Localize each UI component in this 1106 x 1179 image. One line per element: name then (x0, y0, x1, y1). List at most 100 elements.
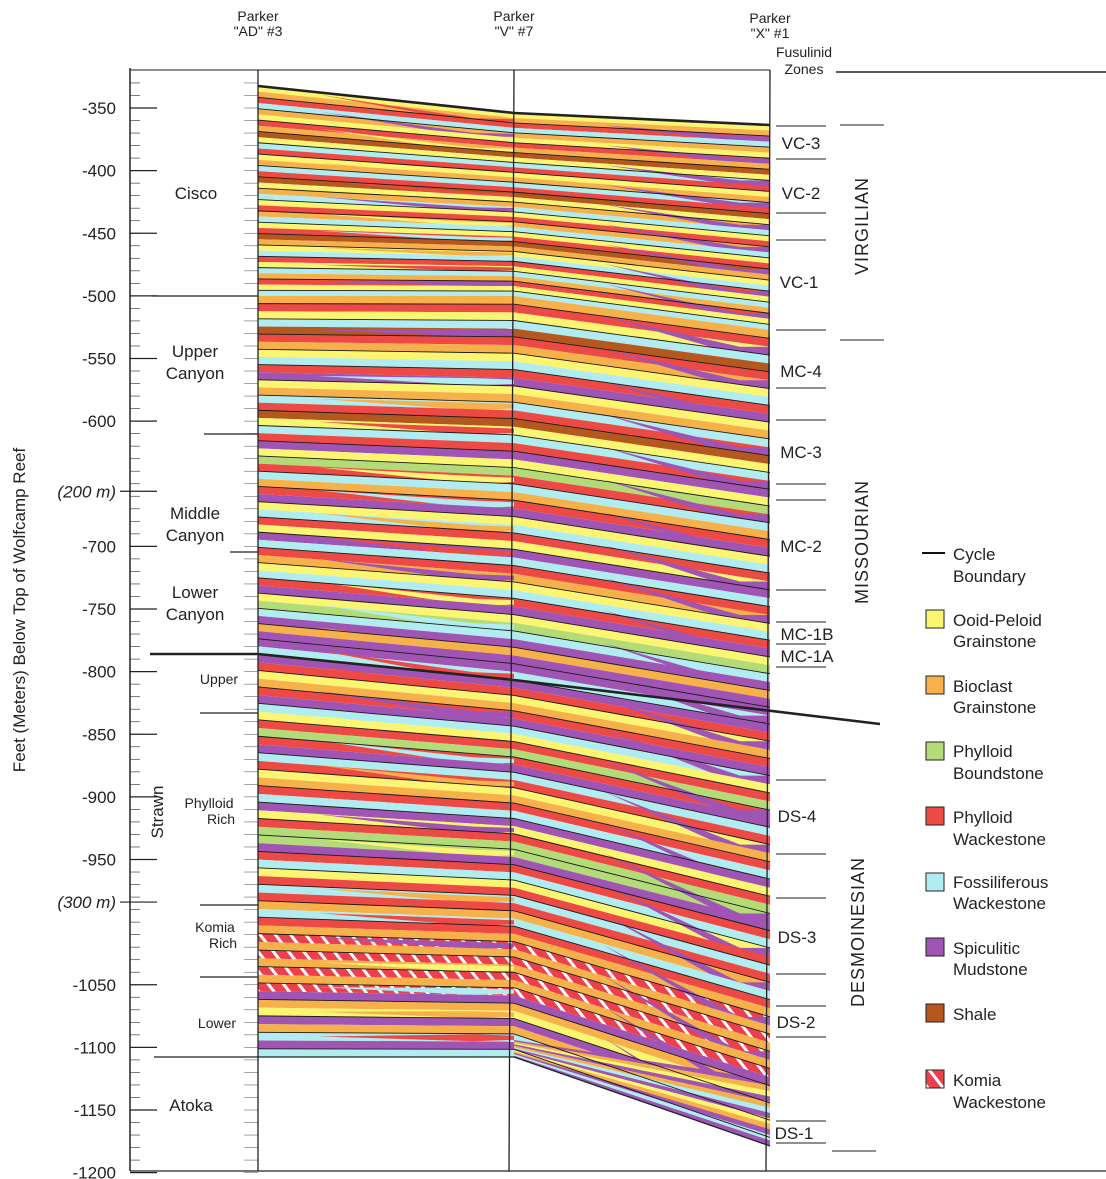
bed-lens (318, 353, 514, 361)
bed-ooid (514, 231, 770, 264)
bed-phyw (514, 187, 770, 214)
bed-lens (604, 447, 770, 490)
cycle-boundary-line (257, 949, 771, 1035)
bed-foss (258, 290, 514, 296)
cycle-boundary-line (257, 267, 771, 303)
cycle-boundary-line (257, 485, 771, 541)
bed-phyb (514, 749, 770, 811)
panel-ad3-v7 (258, 86, 514, 1057)
bed-ooid (258, 379, 514, 395)
bed-spic (258, 1040, 514, 1050)
cycle-boundary-line (257, 900, 771, 983)
cycle-boundary-line (257, 623, 771, 691)
bed-spic (514, 995, 770, 1086)
bed-shale (514, 152, 770, 175)
legend-label: Shale (953, 1005, 996, 1024)
section-base-line (258, 1056, 771, 1147)
bed-ooid (514, 211, 770, 242)
depth-axis: -350-400-450-500-550-600-700-750-800-850… (10, 68, 770, 1179)
missourian-desmoinesian-boundary (257, 652, 515, 682)
legend-swatch-shale (925, 1003, 945, 1023)
bed-lens (318, 281, 514, 286)
legend-swatch-bioclast (925, 675, 945, 695)
bed-foss (258, 250, 514, 262)
bed-spic (514, 1044, 770, 1102)
bed-bioclast (514, 1041, 770, 1091)
bed-spic (514, 549, 770, 599)
bed-lens (604, 610, 770, 657)
unit-label-lower-canyon: Canyon (166, 605, 225, 624)
bed-spic (258, 494, 514, 517)
zone-label-vc3: VC-3 (782, 134, 821, 153)
bed-lens (318, 444, 514, 459)
cycle-boundary-line (257, 409, 771, 457)
axis-tick-label: -350 (82, 99, 116, 118)
bed-lens (604, 316, 770, 356)
zone-label-mc1b: MC-1B (781, 625, 834, 644)
axis-tick-label: -1200 (73, 1164, 116, 1179)
bed-lens (318, 247, 514, 257)
bed-ooid (514, 353, 770, 398)
bed-lens (604, 699, 770, 750)
bed-foss (258, 1048, 514, 1057)
cycle-boundary-line (257, 592, 771, 658)
legend-label: Wackestone (953, 1093, 1046, 1112)
bed-bioclast (514, 647, 770, 699)
bed-bioclast (258, 678, 514, 711)
bed-lens (318, 1011, 514, 1019)
bed-lens (604, 381, 770, 423)
subunit-label-phylloid-rich: Phylloid (184, 795, 233, 811)
bed-ooid (258, 199, 514, 217)
bed-spic (514, 1052, 770, 1135)
cycle-boundary-line (257, 982, 771, 1069)
bed-lens (318, 913, 514, 926)
bed-lens (318, 581, 514, 607)
bed-lens (604, 883, 770, 957)
cycle-boundary-line (257, 702, 771, 777)
bed-ooid (514, 266, 770, 303)
bed-bioclast (258, 1024, 514, 1034)
bed-phyw (258, 256, 514, 267)
bed-ooid (514, 614, 770, 666)
subunit-label-lower: Lower (198, 1015, 236, 1031)
legend-label: Mudstone (953, 960, 1028, 979)
bed-bioclast (258, 925, 514, 942)
cycle-boundary-line (257, 916, 771, 1001)
bed-foss (514, 361, 770, 406)
zone-label-mc3: MC-3 (780, 443, 822, 462)
bed-foss (258, 318, 514, 329)
cycle-boundary-line (257, 379, 771, 423)
cycle-boundary-line (257, 577, 771, 641)
bed-phyw (258, 120, 514, 148)
legend-label: Boundary (953, 567, 1026, 586)
bed-foss (258, 425, 514, 444)
unit-label-middle-canyon: Canyon (166, 526, 225, 545)
bed-phyw (258, 851, 514, 873)
bed-lens (318, 179, 514, 197)
cycle-boundary-line (257, 440, 771, 490)
bed-ooid (514, 137, 770, 159)
bed-lens (318, 765, 514, 788)
cycle-boundary-line (257, 670, 771, 742)
bed-lens (604, 822, 770, 888)
bed-lens (604, 730, 770, 785)
legend-swatch-komia-wackestone (925, 1069, 945, 1089)
subunit-label-phylloid-rich: Rich (207, 811, 235, 827)
cycle-boundary-line (257, 607, 771, 675)
bed-phyw (258, 516, 514, 542)
well-headers: Parker "AD" #3 Parker "V" #7 Parker "X" … (234, 8, 1106, 77)
bed-spic (514, 856, 770, 931)
bed-foss (258, 570, 514, 599)
cycle-boundary-line (257, 289, 771, 325)
unit-label-middle-canyon: Middle (170, 504, 220, 523)
bed-foss (258, 356, 514, 370)
bed-foss (514, 557, 770, 607)
bed-lens (604, 349, 770, 389)
well-id: "X" #1 (751, 25, 790, 41)
bed-ooid (514, 733, 770, 793)
bed-phyb (258, 728, 514, 757)
bed-spic (258, 1015, 514, 1027)
bed-phyw (514, 710, 770, 768)
bed-phyw (514, 167, 770, 192)
bed-lens (604, 643, 770, 691)
